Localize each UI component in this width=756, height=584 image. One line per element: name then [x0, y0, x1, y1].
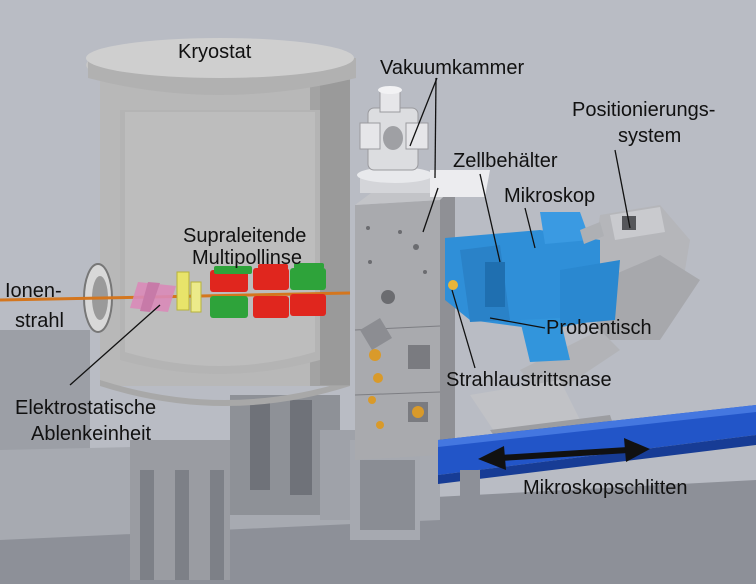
- slide-direction-arrow: [478, 438, 650, 470]
- vacuum-chamber: [354, 186, 455, 460]
- label-vakuumkammer: Vakuumkammer: [380, 57, 524, 79]
- label-elektrostatische-2: Ablenkeinheit: [31, 423, 152, 445]
- multipole-lens: [210, 263, 326, 318]
- label-ionenstrahl-2: strahl: [15, 310, 64, 332]
- label-positionierung-2: system: [618, 125, 681, 147]
- label-supraleitende-1: Supraleitende: [183, 225, 306, 247]
- cryostat: [86, 38, 356, 406]
- label-strahlaustrittsnase: Strahlaustrittsnase: [446, 369, 612, 391]
- label-probentisch: Probentisch: [546, 317, 652, 339]
- leader-lines: [69, 77, 631, 386]
- label-supraleitende-2: Multipollinse: [192, 247, 302, 269]
- support-frame: [130, 395, 420, 580]
- ion-beam: [0, 291, 351, 302]
- label-mikroskop: Mikroskop: [504, 185, 595, 207]
- label-kryostat: Kryostat: [178, 41, 252, 63]
- label-ionenstrahl-1: Ionen-: [5, 280, 62, 302]
- microscope: [445, 212, 620, 362]
- label-mikroskopschlitten: Mikroskopschlitten: [523, 477, 688, 499]
- label-zellbehaelter: Zellbehälter: [453, 150, 558, 172]
- label-positionierung-1: Positionierungs-: [572, 99, 715, 121]
- label-elektrostatische-1: Elektrostatische: [15, 397, 156, 419]
- electrostatic-deflector: [130, 271, 202, 313]
